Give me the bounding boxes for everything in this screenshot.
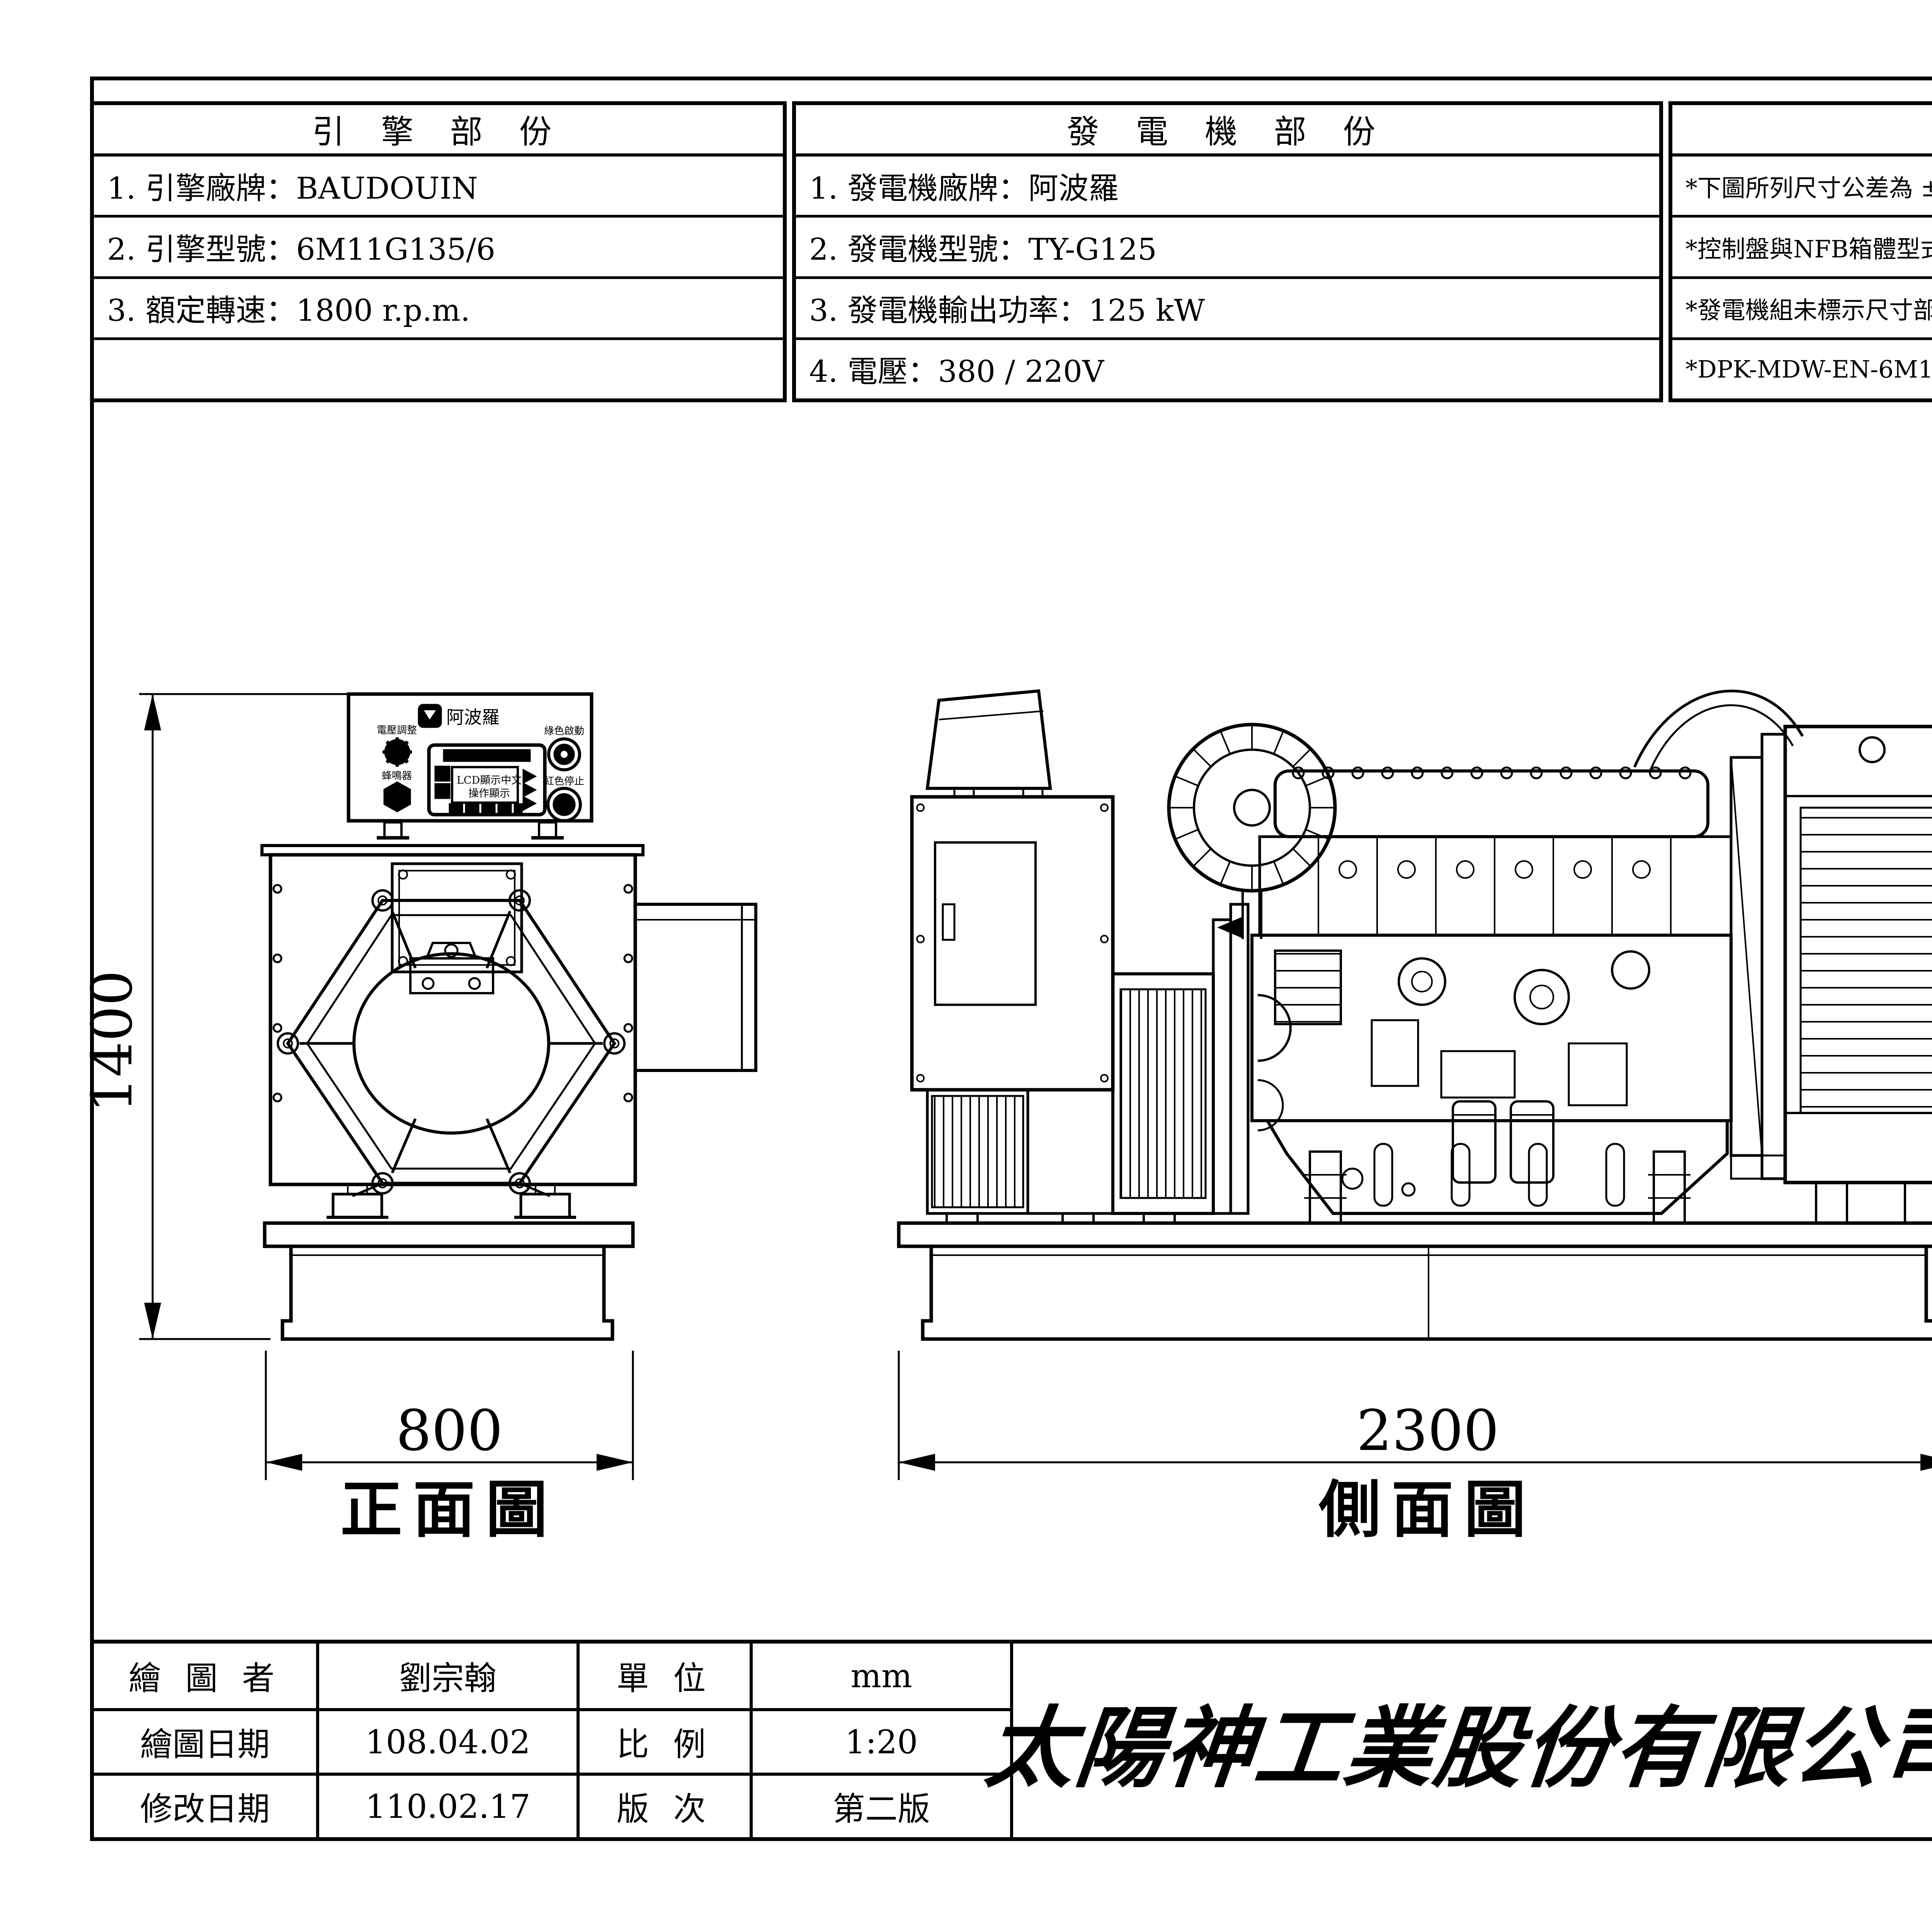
- drafter-label: 繪 圖 者: [128, 1659, 282, 1697]
- panel-lcd-line1: LCD顯示中文: [457, 774, 522, 786]
- generator-power-row: 3. 發電機輸出功率：125 kW: [796, 279, 1659, 340]
- generator-brand-row: 1. 發電機廠牌：阿波羅: [796, 157, 1659, 218]
- enclosure-box: [910, 795, 1115, 1215]
- engine-brand-row: 1. 引擎廠牌：BAUDOUIN: [94, 157, 783, 218]
- revise-date-value: 110.02.17: [316, 1773, 577, 1837]
- generator-spec-table: 發 電 機 部 份 1. 發電機廠牌：阿波羅 2. 發電機型號：TY-G125 …: [792, 101, 1663, 402]
- radiator-side: [1633, 689, 1932, 1184]
- valve-cover: [1274, 769, 1709, 838]
- vent-panel: [391, 862, 523, 973]
- front-height-dim-text: 1400: [80, 970, 145, 1113]
- title-block: 繪 圖 者 劉宗翰 單 位 mm 太陽神工業股份有限公司 機組型號 TY-125…: [90, 1640, 1932, 1841]
- air-cleaner-icon: [1167, 723, 1337, 939]
- front-width-dim-text: 800: [396, 1398, 503, 1463]
- hex-frame: [277, 889, 626, 1195]
- scale-label: 比 例: [577, 1708, 750, 1773]
- draw-date-label: 繪圖日期: [94, 1708, 316, 1773]
- company-name: 太陽神工業股份有限公司: [981, 1696, 1932, 1800]
- panel-start-label: 綠色啟動: [544, 725, 584, 737]
- note-dimension-row: *發電機組未標示尺寸部份，依實際尺寸為準，配合現場空間調整: [1672, 279, 1932, 340]
- note-tolerance-row: *下圖所列尺寸公差為 ±150 mm: [1672, 157, 1932, 218]
- front-view-caption: 正面圖: [340, 1473, 558, 1546]
- unit-label: 單 位: [577, 1644, 750, 1708]
- draw-date-value: 108.04.02: [316, 1708, 577, 1773]
- panel-knob-label: 電壓調整: [377, 725, 417, 736]
- revise-date-label: 修改日期: [94, 1773, 316, 1837]
- base-skid: [281, 1244, 614, 1341]
- side-width-dim-text: 2300: [1356, 1398, 1499, 1463]
- engine-spec-table: 引 擎 部 份 1. 引擎廠牌：BAUDOUIN 2. 引擎型號：6M11G13…: [90, 101, 787, 402]
- fuel-filters: [1452, 1100, 1554, 1184]
- oil-pan: [1265, 1119, 1729, 1215]
- company-cell: 太陽神工業股份有限公司: [981, 1644, 1932, 1837]
- front-view: 阿波羅 電壓調整 蜂鳴器 綠色啟動 紅色停止 LCD顯示中文 操作顯示: [80, 692, 757, 1546]
- door-handle: [942, 903, 956, 941]
- generator-body: [260, 844, 757, 1195]
- muffler: [925, 689, 1052, 798]
- enclosure-door: [934, 841, 1037, 1006]
- version-label: 版 次: [577, 1773, 750, 1837]
- upper-hose: [1633, 689, 1804, 768]
- side-width-dimension: 2300: [898, 1351, 1932, 1480]
- panel-stop-label: 紅色停止: [544, 776, 584, 787]
- scale-value: 1:20: [750, 1708, 1010, 1773]
- panel-brand-label: 阿波羅: [446, 707, 500, 728]
- generator-voltage-row: 4. 電壓：380 / 220V: [809, 354, 1104, 390]
- base-plate: [263, 1221, 635, 1248]
- drafter-value: 劉宗翰: [316, 1644, 577, 1708]
- radiator-cap: [1859, 736, 1886, 763]
- engine-speed-row: 3. 額定轉速：1800 r.p.m.: [94, 279, 783, 340]
- note-doccode-row: *DPK-MDW-EN-6M11-0008-20-05-25: [1685, 355, 1932, 383]
- engine-table-title: 引 擎 部 份: [94, 105, 783, 157]
- notes-table-title: 備 註: [1672, 105, 1932, 157]
- panel-buzzer-label: 蜂鳴器: [382, 770, 412, 782]
- engine-block: [1250, 766, 1733, 1215]
- side-view: 2300 側面圖: [897, 689, 1932, 1546]
- note-panel-row: *控制盤與NFB箱體型式和顏色及位置可配合現場需求裝置: [1672, 218, 1932, 279]
- notes-table: 備 註 *下圖所列尺寸公差為 ±150 mm *控制盤與NFB箱體型式和顏色及位…: [1668, 101, 1932, 402]
- panel-feet: [377, 821, 564, 840]
- oil-cooler: [1274, 949, 1342, 1025]
- unit-value: mm: [750, 1644, 1010, 1708]
- generator-model-row: 2. 發電機型號：TY-G125: [796, 218, 1659, 279]
- version-value: 第二版: [750, 1773, 1010, 1837]
- panel-lcd-line2: 操作顯示: [468, 788, 510, 800]
- alternator-drum: [1111, 903, 1250, 1215]
- terminal-box: [409, 942, 494, 994]
- front-width-dimension: 800: [265, 1351, 634, 1480]
- front-base: [263, 1182, 635, 1341]
- control-panel: 阿波羅 電壓調整 蜂鳴器 綠色啟動 紅色停止 LCD顯示中文 操作顯示: [347, 692, 594, 823]
- exciter-box: [634, 903, 757, 1072]
- engine-model-row: 2. 引擎型號：6M11G135/6: [94, 218, 783, 279]
- front-height-dimension: 1400: [80, 693, 352, 1340]
- generator-table-title: 發 電 機 部 份: [796, 105, 1659, 157]
- side-view-caption: 側面圖: [1318, 1473, 1537, 1546]
- side-base: [897, 1221, 1932, 1341]
